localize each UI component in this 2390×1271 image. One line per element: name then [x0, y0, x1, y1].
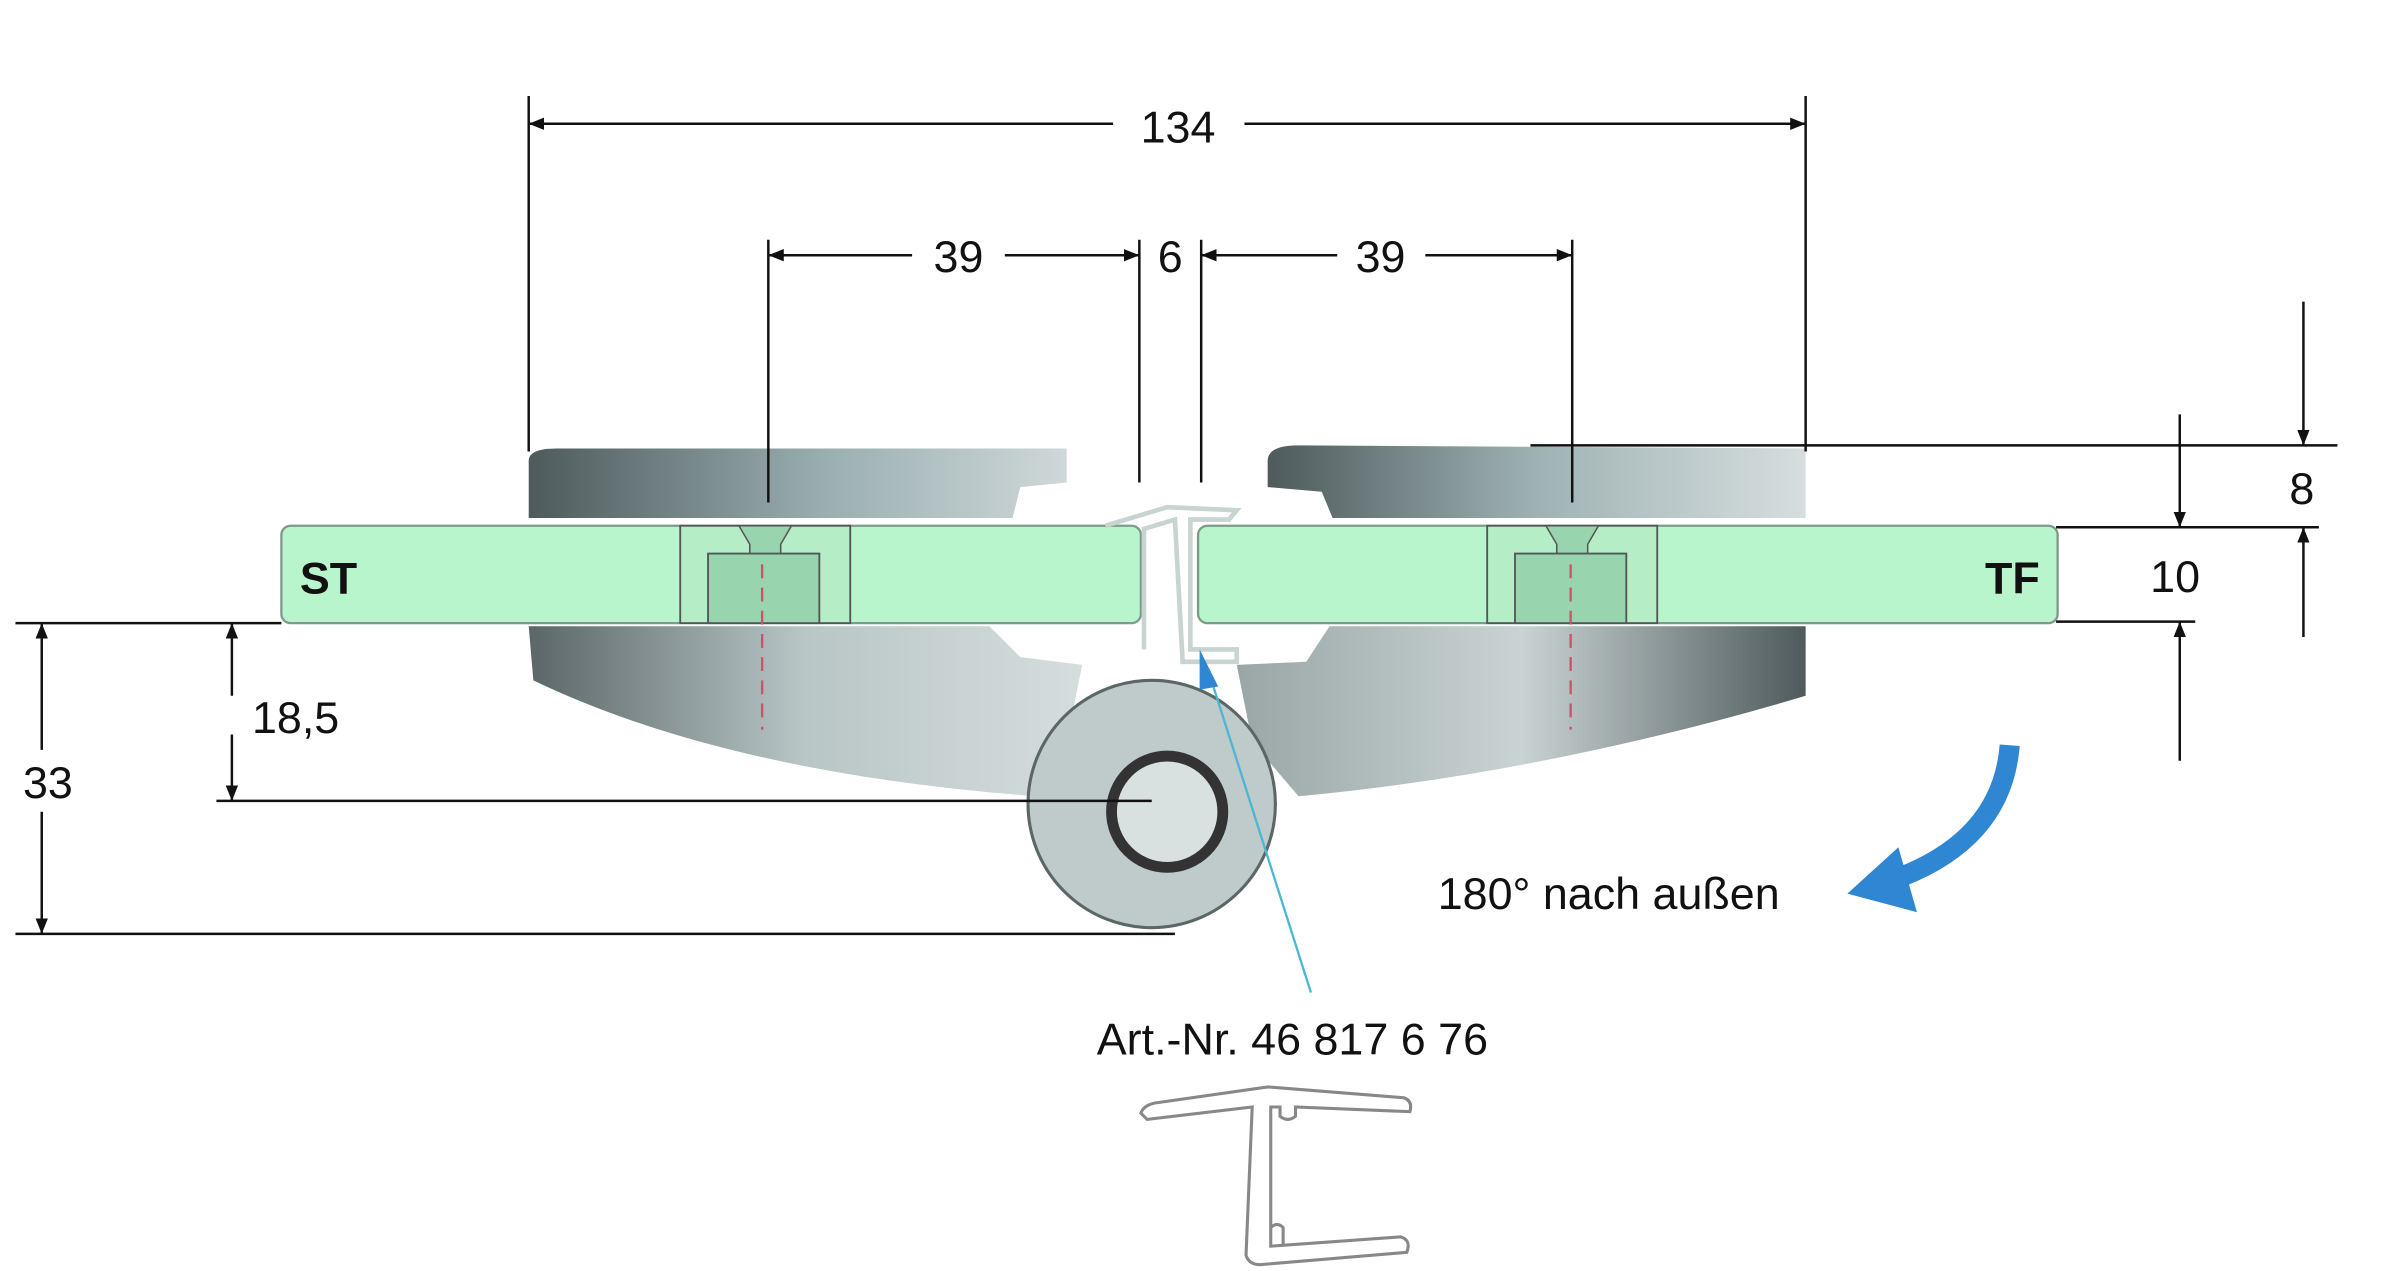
rotation-label: 180° nach außen	[1438, 868, 1780, 919]
label-tf: TF	[1985, 553, 2040, 604]
lower-plate-left	[528, 626, 1083, 797]
article-number: Art.-Nr. 46 817 6 76	[1097, 1013, 1488, 1064]
dimension-lines-left	[15, 621, 1175, 936]
rotation-arrow-icon	[1847, 744, 2020, 913]
dim-overall-width: 134	[1141, 101, 1216, 152]
dim-pivot-height: 18,5	[252, 692, 339, 743]
dim-gap: 6	[1158, 231, 1183, 282]
seal-profile-detail	[1139, 1085, 1413, 1267]
lower-plate-right	[1236, 626, 1806, 797]
dim-plate-thickness: 8	[2289, 463, 2314, 514]
dim-left-offset: 39	[934, 231, 984, 282]
hinge-pin	[1106, 750, 1229, 873]
dimension-lines-right	[1530, 301, 2338, 761]
article-leader-line	[1199, 649, 1313, 993]
dimension-lines-top	[527, 95, 1807, 503]
upper-plate-left	[528, 448, 1067, 519]
fitting-right	[1486, 524, 1659, 625]
dim-right-offset: 39	[1356, 231, 1406, 282]
dim-glass-thickness: 10	[2150, 551, 2200, 602]
upper-plate-right	[1267, 445, 1806, 519]
label-st: ST	[300, 553, 357, 604]
seal-profile	[1104, 504, 1242, 665]
dim-total-depth: 33	[23, 757, 73, 808]
fitting-left	[679, 524, 852, 625]
